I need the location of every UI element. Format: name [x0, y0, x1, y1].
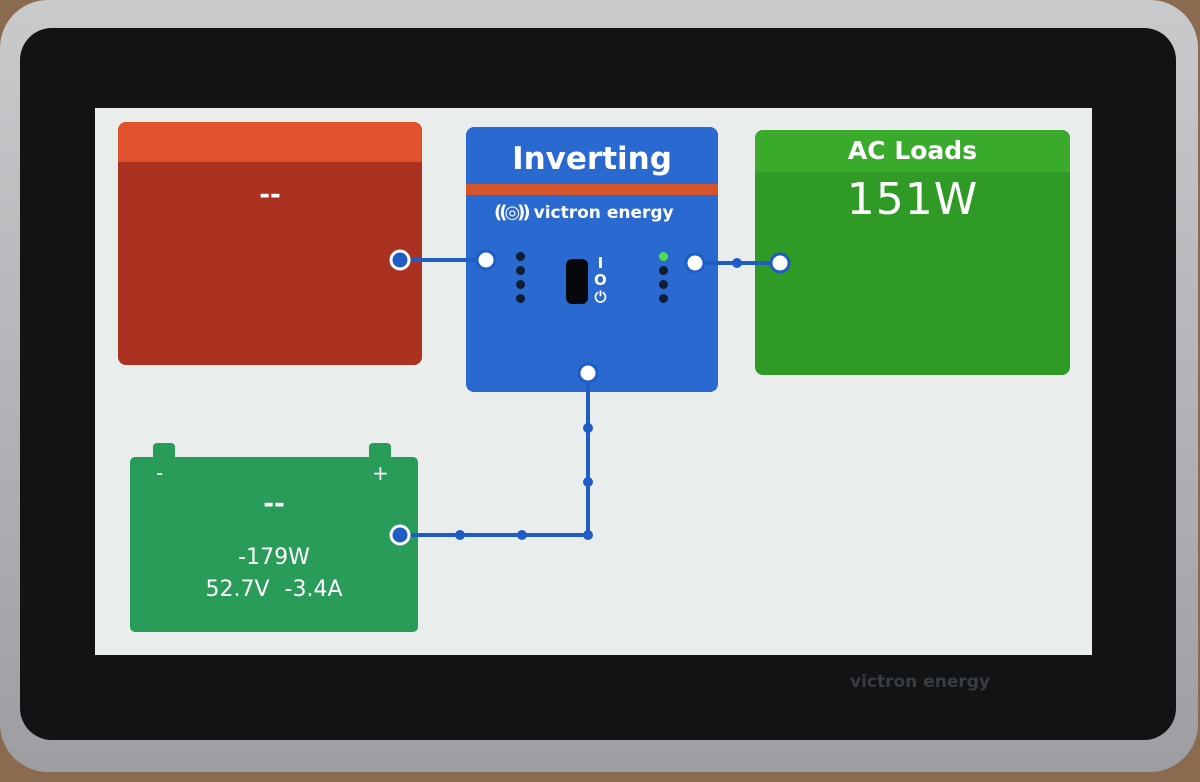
wire-node: [684, 252, 706, 274]
inverter-stripe: [466, 184, 718, 195]
ac-loads-power: 151W: [846, 174, 979, 225]
ac-input-tile[interactable]: --: [118, 122, 422, 365]
victron-coil-icon: ((◎)): [494, 202, 531, 223]
ac-input-value: --: [259, 180, 281, 210]
bezel-brand-text: victron energy: [850, 672, 990, 692]
wire-node: [389, 524, 411, 546]
led: [516, 294, 525, 303]
ac-input-header: [118, 122, 422, 162]
switch-labels: I O ⏻: [594, 255, 607, 306]
mode-switch[interactable]: [566, 259, 588, 304]
battery-soc: --: [263, 489, 285, 519]
battery-power: -179W: [238, 545, 310, 570]
wire-dot: [732, 258, 742, 268]
victron-logo: ((◎)) victron energy: [494, 202, 674, 223]
wire-node: [475, 249, 497, 271]
led: [516, 266, 525, 275]
battery-pos-terminal: [369, 443, 391, 459]
battery-neg-sign: -: [156, 461, 164, 485]
switch-off-label: O: [594, 271, 607, 289]
led-on: [659, 252, 668, 261]
switch-on-label: I: [597, 254, 604, 272]
wire-inverter-battery: [400, 375, 590, 537]
battery-voltage-current: 52.7V -3.4A: [130, 577, 418, 602]
wire-dot: [517, 530, 527, 540]
wire-node: [577, 362, 599, 384]
bezel-brand-logo: victron energy: [850, 672, 990, 692]
wire-dot: [583, 423, 593, 433]
inverter-state: Inverting: [512, 141, 672, 177]
battery-pos-sign: +: [372, 461, 389, 485]
inverter-tile[interactable]: Inverting ((◎)) victron energy I O ⏻: [466, 127, 718, 392]
battery-neg-terminal: [153, 443, 175, 459]
led: [659, 294, 668, 303]
wire-dot: [455, 530, 465, 540]
connection-wires: [389, 249, 791, 546]
battery-voltage: 52.7V: [205, 577, 270, 602]
wire-dot: [583, 530, 593, 540]
ac-loads-tile[interactable]: AC Loads 151W: [755, 130, 1070, 375]
overview-screen: -- Inverting ((◎)) victron energy I O ⏻ …: [95, 108, 1092, 655]
led: [516, 280, 525, 289]
led: [659, 280, 668, 289]
brand-text: victron energy: [533, 202, 674, 223]
wire-node: [769, 252, 791, 274]
left-led-column: [516, 252, 525, 303]
wire-dot: [583, 477, 593, 487]
wire-node: [389, 249, 411, 271]
right-led-column: [659, 252, 668, 303]
power-icon: ⏻: [594, 288, 607, 306]
ac-loads-title: AC Loads: [755, 130, 1070, 172]
led: [516, 252, 525, 261]
battery-current: -3.4A: [284, 577, 343, 602]
led: [659, 266, 668, 275]
battery-tile[interactable]: - + -- -179W 52.7V -3.4A: [130, 457, 418, 632]
